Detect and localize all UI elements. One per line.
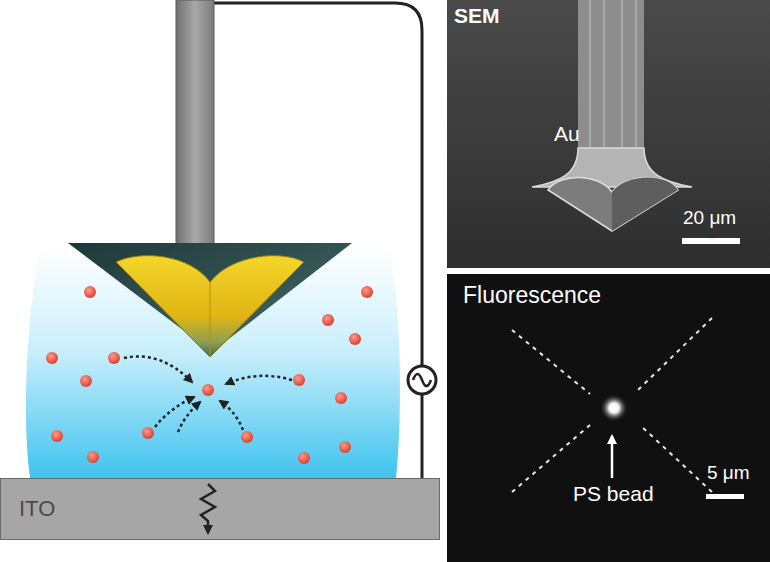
- material-label: Au: [554, 122, 580, 146]
- tip-ridge: [210, 282, 211, 357]
- cantilever-chip: [68, 243, 352, 352]
- ac-sine: [413, 374, 431, 386]
- wire: [208, 3, 422, 366]
- scale-label: 5 μm: [707, 462, 750, 484]
- heat-arrow: [201, 484, 215, 533]
- gold-tip: [116, 256, 304, 357]
- particles: [46, 286, 373, 464]
- ac-source-symbol: [408, 366, 436, 394]
- panel-title: ITO: [19, 496, 55, 521]
- fluorescence-panel: Fluorescence: [447, 274, 770, 562]
- fluorescence-image: [512, 318, 744, 499]
- substrate-bar: ITO: [0, 478, 440, 540]
- panel-title: SEM: [454, 4, 500, 28]
- motion-arrows: [124, 356, 292, 432]
- liquid-droplet: [26, 248, 400, 478]
- bead-label: PS bead: [573, 482, 654, 506]
- sem-image: [532, 0, 740, 244]
- scale-label: 20 μm: [683, 207, 736, 229]
- wire: [421, 394, 424, 478]
- panel-title: Fluorescence: [463, 282, 601, 308]
- probe-rod: [176, 0, 214, 250]
